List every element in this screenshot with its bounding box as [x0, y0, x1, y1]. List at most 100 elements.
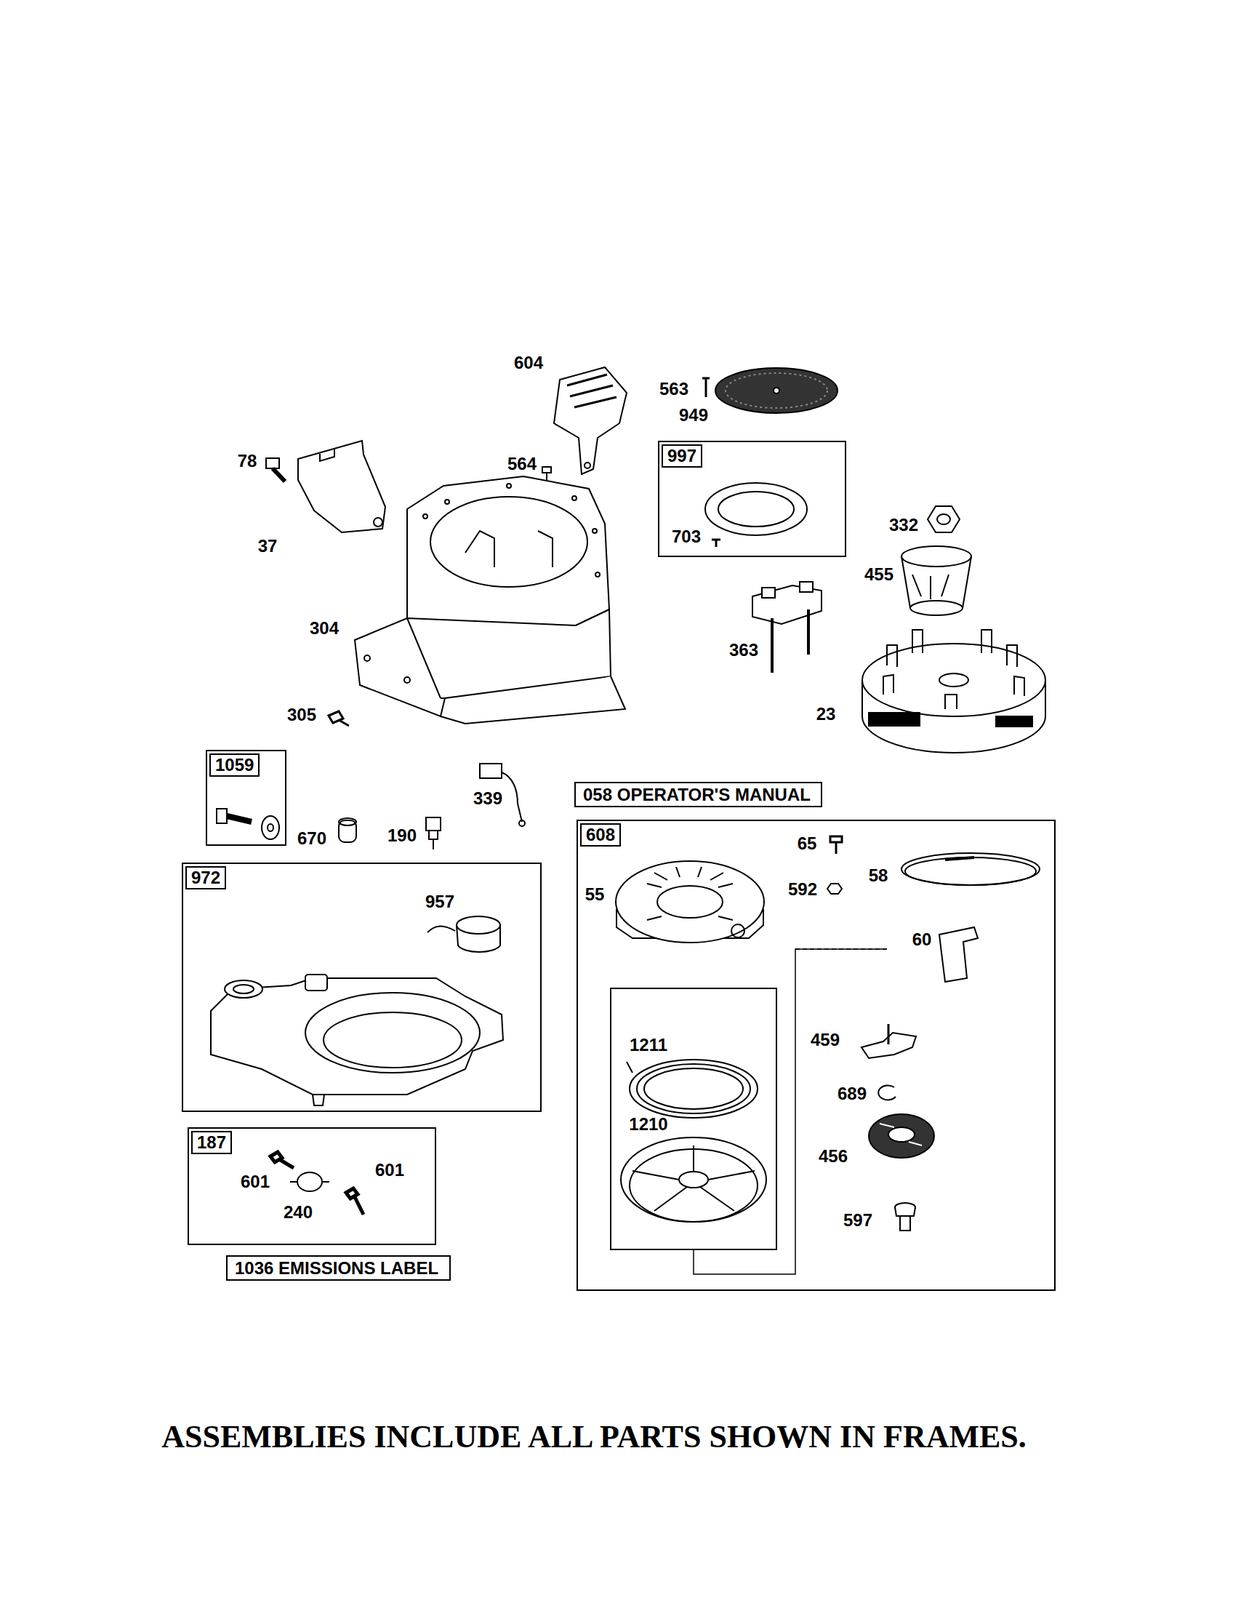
blower-housing-part — [430, 496, 588, 587]
spring — [626, 1059, 758, 1118]
screw — [830, 836, 842, 854]
fuel-tank-part — [210, 977, 504, 1095]
assembly-frame: 187601240601 — [187, 1126, 437, 1245]
screen-adapter-ring-part — [705, 482, 807, 536]
callout-number: 703 — [671, 527, 701, 546]
bolt — [266, 458, 285, 482]
air-guide-part — [298, 440, 386, 533]
callout-number: 597 — [843, 1210, 873, 1230]
starter-handle — [939, 926, 978, 982]
screw-part — [830, 836, 842, 854]
starter-rope-part — [901, 852, 1040, 885]
ground-wire-part — [479, 763, 502, 778]
fuel-fittings-part — [270, 1151, 294, 1168]
starter-housing-part — [615, 860, 765, 943]
callout-number: 37 — [258, 536, 278, 556]
ratchet-part — [868, 1113, 935, 1158]
retainer-ring-part — [878, 1084, 896, 1100]
bolt-part — [266, 458, 280, 469]
screw — [328, 711, 349, 726]
fuel-tank-part — [233, 984, 254, 994]
flywheel-part — [868, 712, 920, 726]
rotating-screen-part — [715, 367, 838, 413]
callout-number: 1210 — [628, 1114, 668, 1134]
screen-adapter-ring-part — [718, 491, 794, 527]
callout-number: 957 — [425, 892, 455, 911]
blower-housing-part — [407, 617, 445, 698]
callout-number: 332 — [889, 515, 919, 535]
nut — [827, 883, 842, 894]
callout-number: 60 — [912, 929, 933, 949]
spring-part — [626, 1061, 633, 1073]
ratchet-part — [888, 1126, 915, 1142]
center-screw-part — [894, 1206, 916, 1231]
starter-cup-part — [901, 545, 972, 567]
starter-housing-part — [731, 924, 745, 938]
blower-housing-part — [407, 476, 610, 633]
label-text: 1036 EMISSIONS LABEL — [234, 1257, 439, 1277]
blower-housing — [354, 476, 626, 724]
pulley — [620, 1137, 767, 1222]
blower-housing-part — [506, 483, 512, 488]
flywheel-nut-part — [937, 513, 951, 525]
ignition-armature-part — [799, 581, 813, 592]
callout-number: 78 — [237, 451, 258, 471]
ground-wire-part — [519, 820, 525, 826]
starter-handle-part — [939, 926, 978, 982]
callout-number: 455 — [864, 564, 894, 584]
bushing-part — [338, 817, 357, 826]
callout-number: 563 — [659, 379, 689, 399]
fuel-cap — [427, 916, 501, 952]
blower-housing-part — [572, 495, 577, 501]
nut-part — [827, 883, 842, 894]
screw-part — [542, 466, 552, 480]
callout-number: 689 — [837, 1083, 867, 1103]
flywheel-nut-part — [927, 505, 960, 533]
screw — [702, 378, 710, 397]
bolt-and-washer-part — [267, 823, 274, 831]
spring-part — [644, 1067, 743, 1109]
pawl-pin-part — [887, 1023, 890, 1044]
muffler-guard — [553, 367, 627, 475]
ignition-armature-part — [761, 587, 775, 598]
muffler-guard-part — [584, 462, 591, 469]
callout-number: 949 — [679, 405, 709, 425]
flywheel-nut — [927, 505, 960, 533]
rotating-screen-part — [725, 372, 828, 408]
starter-cup-part — [910, 600, 963, 616]
spring-part — [636, 1063, 751, 1114]
starter-housing-part — [647, 866, 733, 920]
fuel-tank-part — [312, 1094, 325, 1106]
screen-adapter-ring-part — [711, 539, 721, 547]
fuel-cap-part — [456, 916, 501, 934]
starter-housing-part — [657, 885, 723, 918]
ignition-armature-part — [772, 609, 809, 673]
air-guide — [298, 440, 386, 533]
bushing — [338, 817, 357, 842]
fuel-fittings-part — [290, 1180, 330, 1183]
blower-housing-part — [423, 513, 428, 519]
fuel-cap-part — [456, 924, 501, 952]
callout-number: 564 — [507, 454, 537, 474]
flywheel-part — [939, 673, 969, 687]
air-guide-part — [319, 449, 335, 461]
assembly-frame: 6085565592586045968945659712111210 — [576, 819, 1056, 1291]
bolt-and-washer-part — [261, 815, 280, 839]
center-screw — [894, 1202, 916, 1231]
ratchet-part — [879, 1123, 922, 1146]
assembly-number: 997 — [661, 444, 703, 468]
assembly-frame: 972 957 — [181, 862, 542, 1112]
assembly-number: 972 — [185, 865, 227, 890]
bolt-part — [272, 468, 285, 482]
callout-number: 601 — [240, 1171, 270, 1191]
assembly-frame: 1059 — [205, 749, 287, 846]
bolt-and-washer — [216, 808, 280, 839]
retainer-ring — [878, 1084, 896, 1100]
pawl-pin — [861, 1023, 917, 1058]
blower-housing-part — [444, 499, 450, 504]
callout-number: 604 — [513, 353, 544, 373]
ignition-armature — [752, 581, 822, 673]
callout-number: 304 — [309, 618, 339, 638]
pulley-part — [620, 1137, 767, 1222]
fuel-tank-part — [305, 992, 480, 1073]
